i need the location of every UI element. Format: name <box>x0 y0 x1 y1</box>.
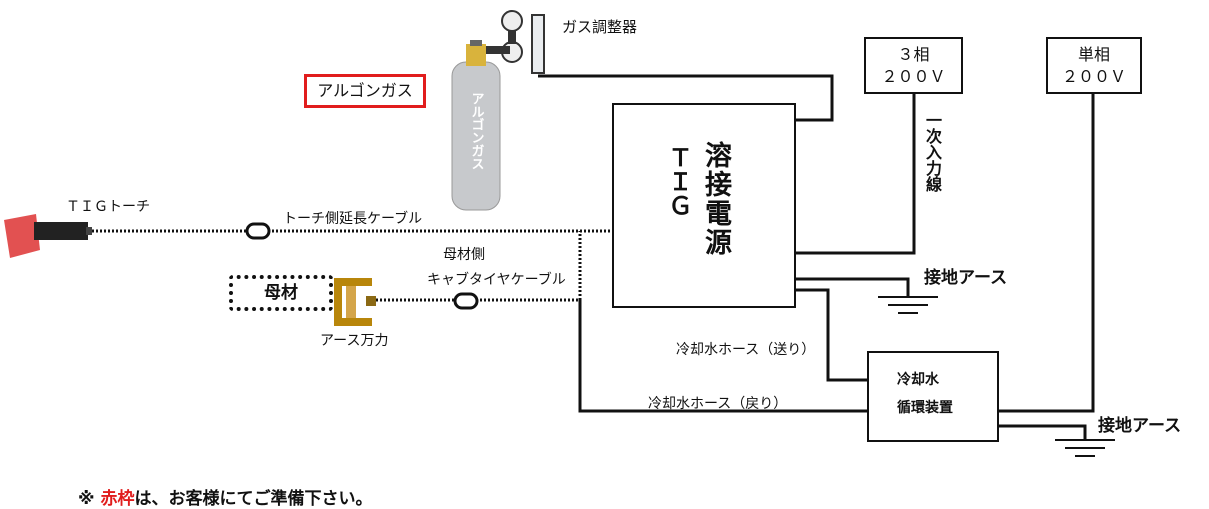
cylinder-text: アルゴンガス <box>469 92 485 170</box>
power-source-tig: ＴＩＧ <box>664 145 692 217</box>
torch-extension-label: トーチ側延長ケーブル <box>283 211 423 227</box>
work-cable-connector-icon <box>453 292 479 310</box>
supply-single-box: 単相 ２００Ｖ <box>1046 37 1142 94</box>
supply-single-line1: 単相 <box>1077 45 1110 64</box>
argon-gas-text: アルゴンガス <box>317 81 413 100</box>
note-prefix: ※ <box>78 489 101 509</box>
tig-power-source: ＴＩＧ 溶接電源 <box>612 103 796 308</box>
power-source-name: 溶接電源 <box>700 141 731 257</box>
torch-extension-connector-icon <box>245 222 271 240</box>
tig-torch-label: ＴＩＧトーチ <box>66 199 150 215</box>
supply-3phase-box: ３相 ２００Ｖ <box>864 37 963 94</box>
ground-label-1: 接地アース <box>924 268 1008 288</box>
note-highlight: 赤枠 <box>100 489 135 509</box>
ground-symbol-1-icon <box>878 296 938 314</box>
coolant-hose-send <box>796 288 867 382</box>
tig-torch-icon <box>4 214 92 258</box>
supply-3phase-line2: ２００Ｖ <box>881 67 946 86</box>
base-material-label: 母材 <box>264 282 298 303</box>
coolant-circulator-line2: 循環装置 <box>897 400 953 416</box>
work-cable-label-1: 母材側 <box>443 247 485 263</box>
gas-hose <box>538 74 834 122</box>
single-phase-line <box>999 94 1095 413</box>
coolant-hose-return <box>578 300 867 413</box>
ground-line-2 <box>999 424 1087 440</box>
base-material-box: 母材 <box>229 275 333 311</box>
primary-input-line <box>796 94 916 255</box>
ground-label-2: 接地アース <box>1098 416 1182 436</box>
coolant-hose-return-label: 冷却水ホース（戻り） <box>648 396 788 412</box>
gas-regulator-icon <box>486 10 545 74</box>
ground-line-1 <box>796 277 910 297</box>
work-cable <box>372 231 582 302</box>
coolant-circulator-line1: 冷却水 <box>897 372 939 388</box>
earth-clamp-label: アース万力 <box>320 333 389 349</box>
gas-regulator-label: ガス調整器 <box>562 18 638 36</box>
primary-input-label: 一次入力線 <box>923 112 942 192</box>
argon-cylinder-icon <box>451 40 501 211</box>
coolant-circulator: 冷却水 循環装置 <box>867 351 999 442</box>
argon-gas-label: アルゴンガス <box>304 74 426 108</box>
work-cable-label-2: キャブタイヤケーブル <box>427 272 566 288</box>
footer-note: ※ 赤枠は、お客様にてご準備下さい。 <box>78 484 372 509</box>
ground-symbol-2-icon <box>1055 439 1115 457</box>
supply-single-line2: ２００Ｖ <box>1061 67 1126 86</box>
coolant-hose-send-label: 冷却水ホース（送り） <box>676 342 816 358</box>
earth-clamp-icon <box>334 278 376 326</box>
supply-3phase-line1: ３相 <box>897 45 930 64</box>
note-suffix: は、お客様にてご準備下さい。 <box>134 489 373 509</box>
